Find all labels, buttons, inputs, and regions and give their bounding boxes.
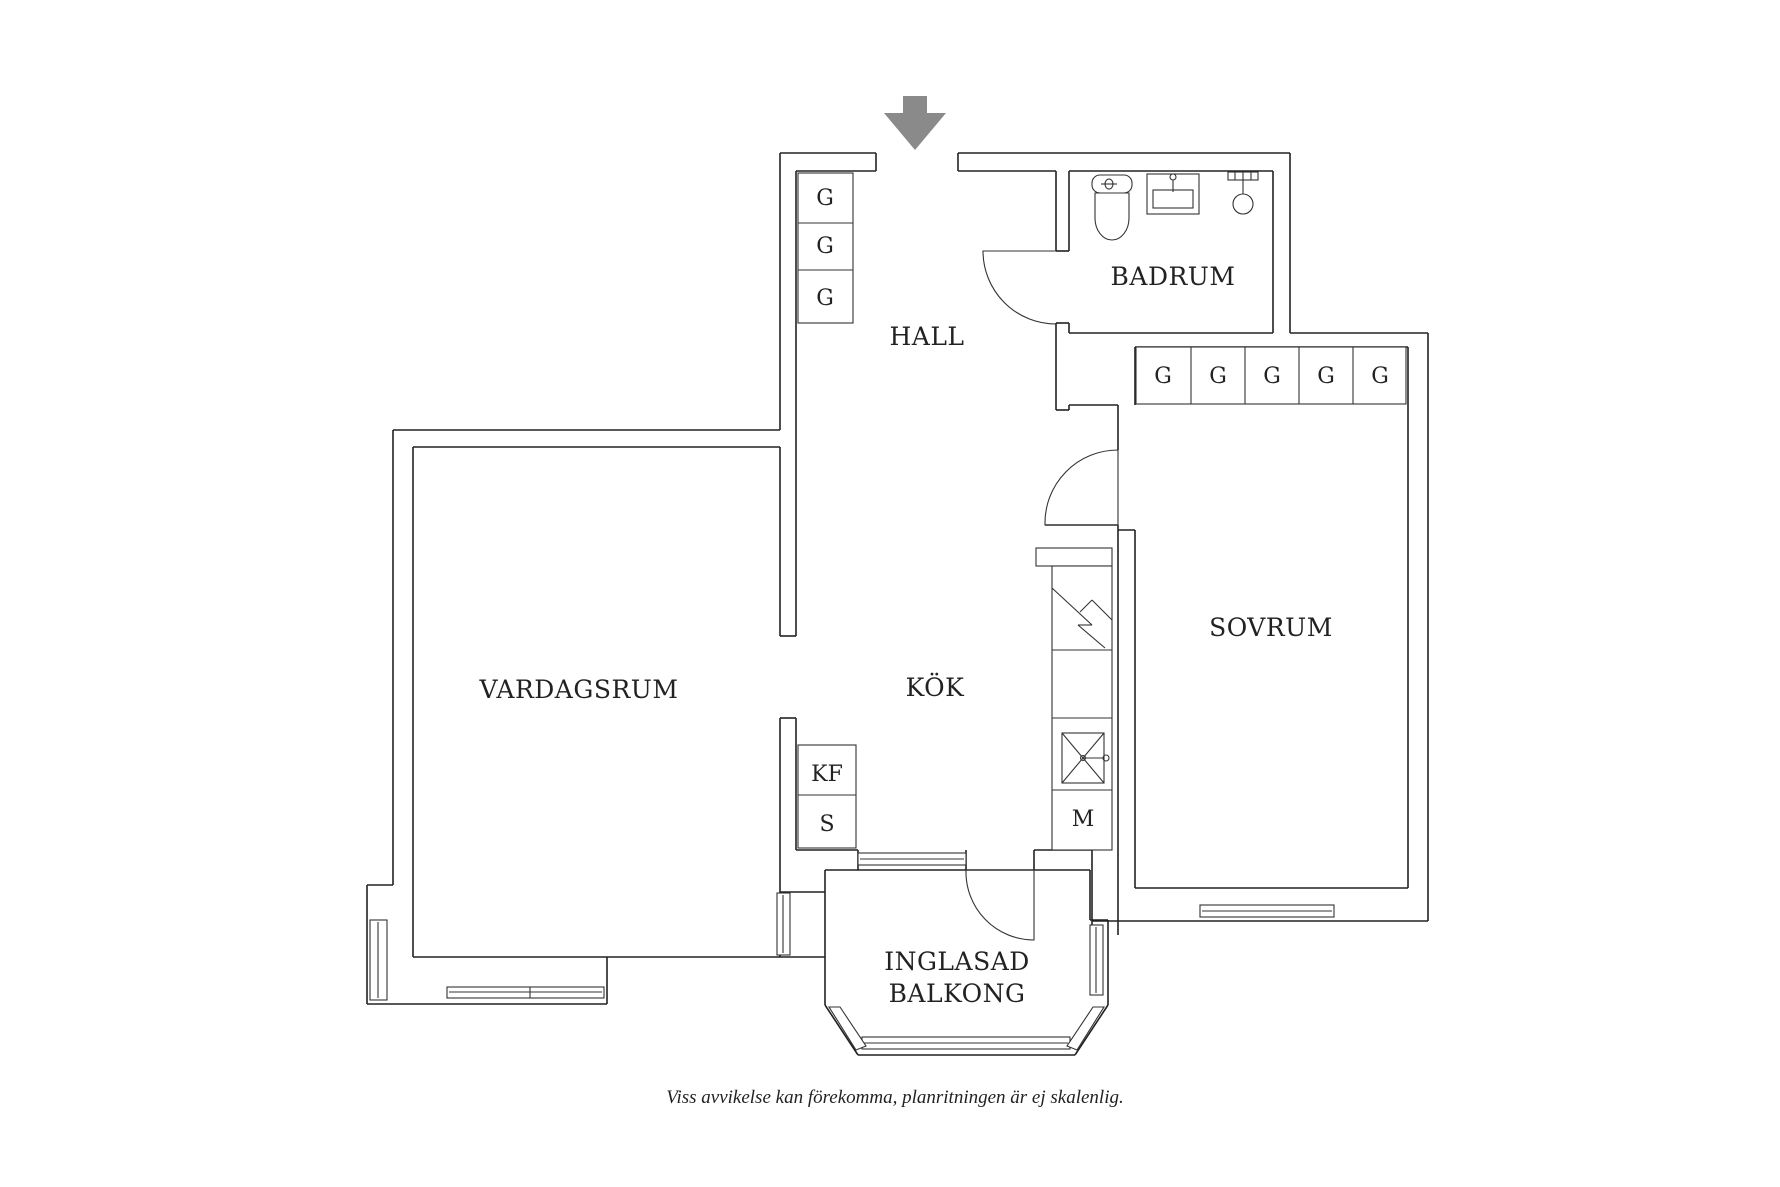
room-label-sovrum: SOVRUM [1209,613,1333,642]
sink-icon [1146,173,1200,215]
disclaimer-text: Viss avvikelse kan förekomma, planritnin… [666,1087,1123,1108]
windows [369,852,1335,1051]
fridge-freezer-label: KF [811,762,843,787]
bedroom-wardrobes: G G G G G [1135,346,1407,405]
room-label-balkong-line2: BALKONG [889,979,1026,1008]
doors [965,250,1119,941]
toilet-icon [1091,174,1133,241]
microwave-label: M [1072,807,1095,832]
kitchen-sink-icon [1061,732,1110,784]
hall-wardrobe-label: G [816,286,834,311]
room-label-hall: HALL [889,322,964,351]
bedroom-wardrobe-label: G [1209,364,1227,389]
walls [366,152,1429,1056]
bedroom-wardrobe-label: G [1317,364,1335,389]
hall-wardrobes: G G G [797,172,854,324]
kitchen-units: KF S M [797,547,1113,851]
room-label-badrum: BADRUM [1111,262,1236,291]
hall-wardrobe-label: G [816,186,834,211]
shower-icon [1227,171,1259,215]
storage-label: S [819,812,834,837]
bedroom-wardrobe-label: G [1263,364,1281,389]
entrance-arrow-icon [884,96,946,150]
hall-wardrobe-label: G [816,234,834,259]
room-label-kok: KÖK [906,673,966,702]
bedroom-wardrobe-label: G [1154,364,1172,389]
room-label-vardagsrum: VARDAGSRUM [479,675,679,704]
stove-icon [1051,587,1113,649]
room-label-balkong-line1: INGLASAD [884,947,1030,976]
bedroom-wardrobe-label: G [1371,364,1389,389]
